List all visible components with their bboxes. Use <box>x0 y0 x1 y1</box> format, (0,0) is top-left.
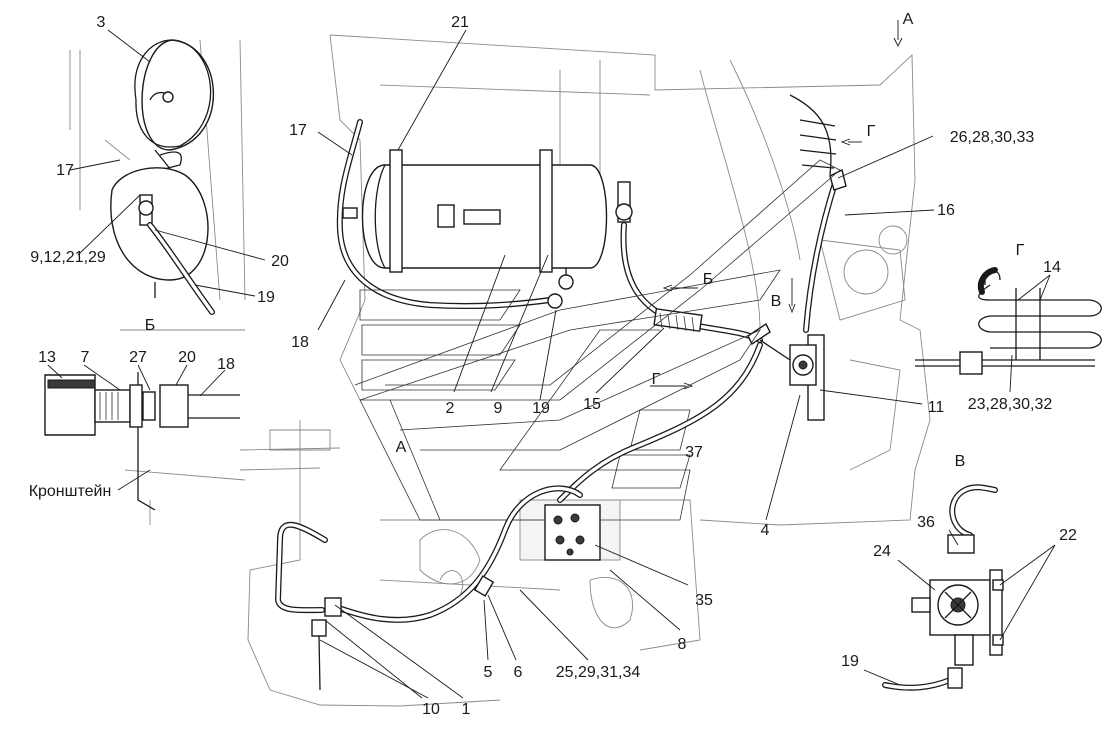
view-marker-b: Б <box>703 271 714 288</box>
main-callout-labels: 21 17 18 2 9 19 15 16 11 4 37 35 8 5 6 2… <box>289 14 1034 718</box>
inset-callout-19: 19 <box>257 289 275 306</box>
view-marker-v: В <box>771 293 782 310</box>
view-marker-labels: А А Б В Г Г <box>396 11 914 456</box>
view-marker-g-top: Г <box>867 123 876 140</box>
callout-11: 11 <box>928 399 945 416</box>
callout-5: 5 <box>484 664 493 681</box>
inset-g-coil-detail <box>915 267 1102 393</box>
callout-10: 10 <box>422 701 440 718</box>
leader-lines <box>317 20 935 699</box>
view-marker-a-top: А <box>903 11 914 28</box>
inset-v-callout-36: 36 <box>917 514 935 531</box>
lower-hoses <box>274 342 763 691</box>
inset-g-view-label: Г <box>1016 242 1025 259</box>
inset-callout-20: 20 <box>271 253 289 270</box>
callout-21: 21 <box>451 14 469 31</box>
inset-v-callout-24: 24 <box>873 543 891 560</box>
inset-g-labels: Г 14 23,28,30,32 <box>968 242 1061 413</box>
callout-9: 9 <box>494 400 503 417</box>
inset-b-labels: Б 13 7 27 20 18 Кронштейн <box>29 317 235 500</box>
inset-b-callout-27: 27 <box>129 349 147 366</box>
air-receiver-tank <box>361 149 608 290</box>
inset-callout-17: 17 <box>56 162 74 179</box>
callout-19: 19 <box>532 400 550 417</box>
inset-v-labels: В 36 24 22 19 <box>841 453 1077 670</box>
hose-to-valve <box>615 181 763 343</box>
inset-b-view-label: Б <box>145 317 156 334</box>
inset-b-detail <box>44 329 246 525</box>
view-marker-g-mid: Г <box>652 371 661 388</box>
callout-26-28-30-33: 26,28,30,33 <box>950 129 1035 146</box>
inset-callout-3: 3 <box>97 14 106 31</box>
inset-v-valve-detail <box>863 484 1056 691</box>
inset-g-callout-23-28-30-32: 23,28,30,32 <box>968 396 1053 413</box>
hose-17-18 <box>336 119 563 310</box>
callout-4: 4 <box>761 522 770 539</box>
callout-2: 2 <box>446 400 455 417</box>
view-marker-a-mid: А <box>396 439 407 456</box>
callout-18: 18 <box>291 334 309 351</box>
callout-25-29-31-34: 25,29,31,34 <box>556 664 641 681</box>
callout-35: 35 <box>695 592 713 609</box>
inset-b-callout-20: 20 <box>178 349 196 366</box>
inset-v-view-label: В <box>955 453 966 470</box>
pipe-16 <box>789 94 847 333</box>
inset-v-callout-19: 19 <box>841 653 859 670</box>
callout-17: 17 <box>289 122 307 139</box>
tractor-background <box>239 34 931 707</box>
inset-topleft-labels: 3 17 9,12,21,29 20 19 <box>30 14 289 306</box>
callout-6: 6 <box>514 664 523 681</box>
brake-valve-11 <box>747 322 825 421</box>
inset-topleft-tank-detail <box>69 29 266 315</box>
callout-1: 1 <box>462 701 471 718</box>
inset-v-callout-22: 22 <box>1059 527 1077 544</box>
inset-b-bracket-label: Кронштейн <box>29 483 112 500</box>
inset-b-callout-13: 13 <box>38 349 56 366</box>
callout-16: 16 <box>937 202 955 219</box>
inset-b-callout-7: 7 <box>81 349 90 366</box>
callout-8: 8 <box>678 636 687 653</box>
callout-15: 15 <box>583 396 601 413</box>
inset-callout-9-12-21-29: 9,12,21,29 <box>30 249 106 266</box>
inset-g-callout-14: 14 <box>1043 259 1061 276</box>
callout-37: 37 <box>685 444 703 461</box>
inset-b-callout-18: 18 <box>217 356 235 373</box>
